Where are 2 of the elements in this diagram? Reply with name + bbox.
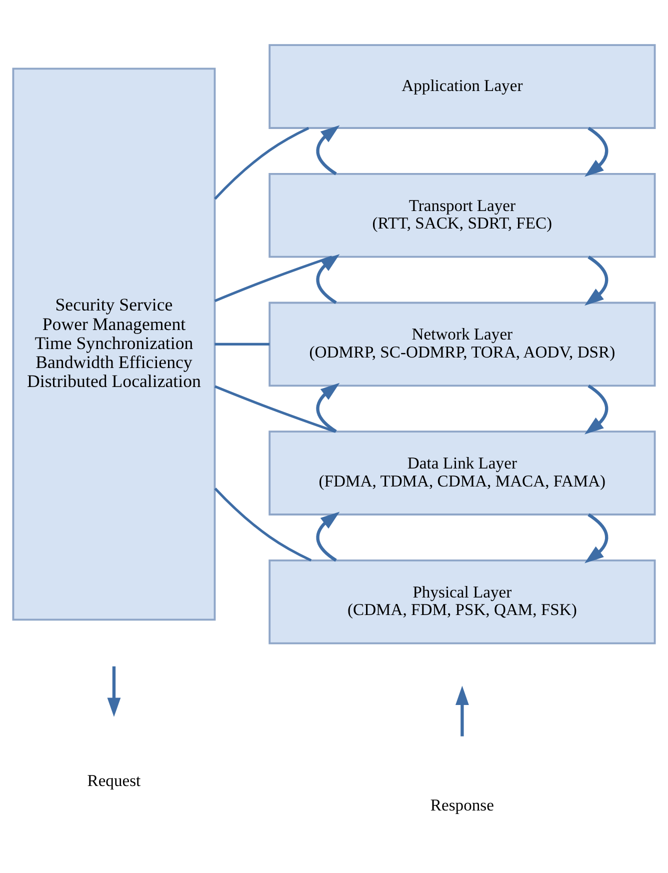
legend-label: Request xyxy=(87,770,141,790)
legend-label: Response xyxy=(430,794,494,814)
